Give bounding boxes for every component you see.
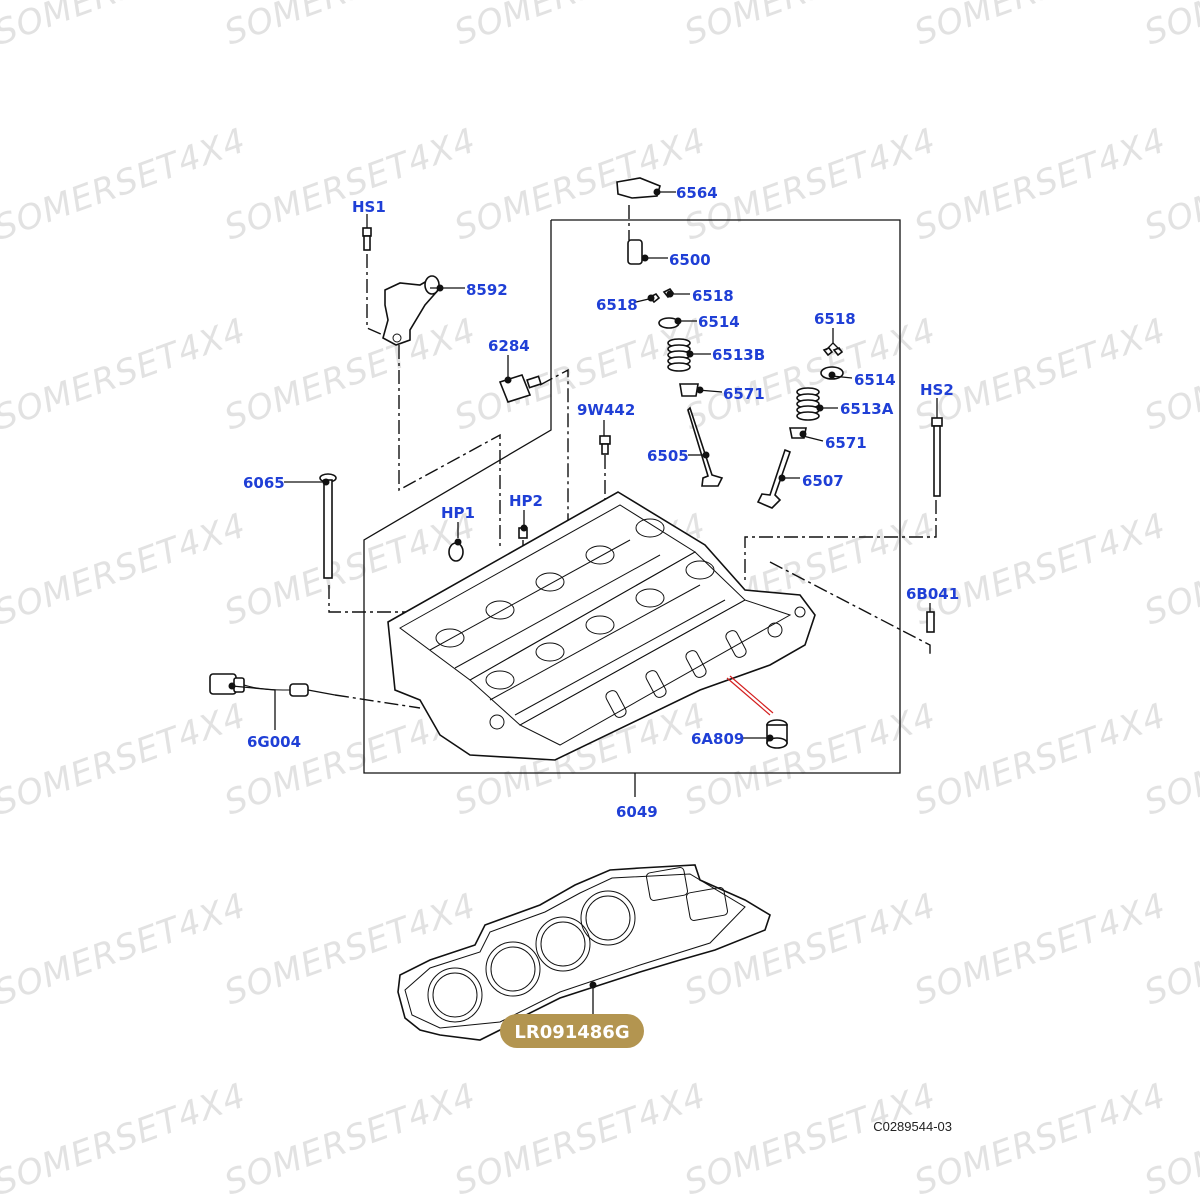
watermark: SOMERSET4X4 xyxy=(219,311,481,439)
watermark: SOMERSET4X4 xyxy=(679,696,941,824)
watermark: SOMERSET4X4 xyxy=(909,886,1171,1014)
watermark: SOMERSET4X4 xyxy=(449,0,711,53)
cylinder-head xyxy=(387,491,816,761)
label-6507[interactable]: 6507 xyxy=(802,472,844,490)
label-6571-right[interactable]: 6571 xyxy=(825,434,867,452)
label-6513a[interactable]: 6513A xyxy=(840,400,894,418)
hs1-bolt xyxy=(362,227,372,251)
valve-spring-6513b xyxy=(667,338,691,372)
watermark: SOMERSET4X4 xyxy=(909,121,1171,249)
label-6a809[interactable]: 6A809 xyxy=(691,730,744,748)
hs2-bolt xyxy=(931,417,943,497)
label-6514-right[interactable]: 6514 xyxy=(854,371,896,389)
valve-spring-6513a xyxy=(796,387,820,421)
watermark: SOMERSET4X4 xyxy=(449,1076,711,1200)
watermark: SOMERSET4X4 xyxy=(679,1076,941,1200)
head-gasket xyxy=(397,864,771,1041)
label-hp1[interactable]: HP1 xyxy=(441,504,475,522)
gasket-bores xyxy=(427,890,636,1023)
watermark: SOMERSET4X4 xyxy=(0,506,251,634)
stud-6b041 xyxy=(926,611,935,633)
watermark: SOMERSET4X4 xyxy=(219,121,481,249)
watermark: SOMERSET4X4 xyxy=(449,121,711,249)
plug-9w442 xyxy=(599,435,611,455)
label-hs1[interactable]: HS1 xyxy=(352,198,386,216)
watermark: SOMERSET4X4 xyxy=(0,1076,251,1200)
red-leader-line xyxy=(726,675,774,716)
plug-6a809 xyxy=(766,719,788,749)
watermark: SOMERSET4X4 xyxy=(0,311,251,439)
watermark: SOMERSET4X4 xyxy=(909,696,1171,824)
lash-adjuster-6500 xyxy=(627,239,643,265)
label-6b041[interactable]: 6B041 xyxy=(906,585,959,603)
watermark: SOMERSET4X4 xyxy=(909,311,1171,439)
label-hs2[interactable]: HS2 xyxy=(920,381,954,399)
highlighted-part-number: LR091486G xyxy=(514,1022,629,1043)
reference-code: C0289544-03 xyxy=(873,1119,952,1134)
label-6513b[interactable]: 6513B xyxy=(712,346,765,364)
watermark: SOMERSET4X4 xyxy=(1139,0,1200,53)
cam-journals xyxy=(435,518,715,690)
label-9w442[interactable]: 9W442 xyxy=(577,401,635,419)
assembly-frame xyxy=(363,219,901,797)
watermark: SOMERSET4X4 xyxy=(449,311,711,439)
watermark: SOMERSET4X4 xyxy=(219,0,481,53)
label-6284[interactable]: 6284 xyxy=(488,337,530,355)
part-labels: HS1 8592 6284 6564 6500 6518 6518 6514 6… xyxy=(243,184,959,821)
rocker-arm-6564 xyxy=(616,177,661,199)
valve-stack-right xyxy=(756,347,844,509)
valve-stack-left xyxy=(648,287,724,487)
exhaust-ports xyxy=(605,630,747,718)
coolant-outlet-8592 xyxy=(382,275,442,346)
watermark: SOMERSET4X4 xyxy=(0,696,251,824)
watermark: SOMERSET4X4 xyxy=(909,0,1171,53)
highlighted-part-badge[interactable]: LR091486G xyxy=(500,1014,644,1048)
plug-hp1 xyxy=(448,542,464,562)
watermark: SOMERSET4X4 xyxy=(909,506,1171,634)
label-6518-left[interactable]: 6518 xyxy=(596,296,638,314)
watermark: SOMERSET4X4 xyxy=(679,121,941,249)
temp-sensor-6g004 xyxy=(209,673,336,697)
label-6065[interactable]: 6065 xyxy=(243,474,285,492)
watermark: SOMERSET4X4 xyxy=(0,0,251,53)
label-6518-right[interactable]: 6518 xyxy=(692,287,734,305)
label-8592[interactable]: 8592 xyxy=(466,281,508,299)
watermark: SOMERSET4X4 xyxy=(909,1076,1171,1200)
label-6049[interactable]: 6049 xyxy=(616,803,658,821)
label-6g004[interactable]: 6G004 xyxy=(247,733,301,751)
watermark: SOMERSET4X4 xyxy=(219,1076,481,1200)
leader-lines xyxy=(228,188,938,989)
label-6500[interactable]: 6500 xyxy=(669,251,711,269)
label-6505[interactable]: 6505 xyxy=(647,447,689,465)
watermark: SOMERSET4X4 xyxy=(0,886,251,1014)
label-6571-left[interactable]: 6571 xyxy=(723,385,765,403)
label-hp2[interactable]: HP2 xyxy=(509,492,543,510)
watermark: SOMERSET4X4 xyxy=(679,0,941,53)
label-6518-far-right[interactable]: 6518 xyxy=(814,310,856,328)
watermark: SOMERSET4X4 xyxy=(0,121,251,249)
label-6514-left[interactable]: 6514 xyxy=(698,313,740,331)
label-6564[interactable]: 6564 xyxy=(676,184,718,202)
